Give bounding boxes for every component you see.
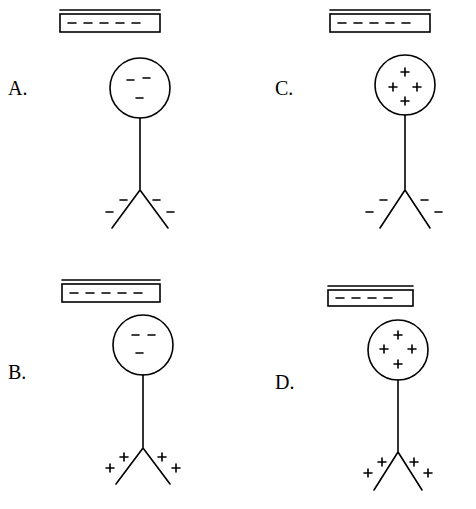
positive-charge — [106, 453, 180, 472]
rod-edge — [330, 9, 430, 11]
rod-edge — [328, 285, 413, 287]
electroscope-leaves — [116, 375, 170, 484]
negative-charge — [366, 200, 442, 212]
negative-charge — [127, 78, 150, 98]
electroscope-d — [328, 286, 432, 490]
rod-charge — [336, 297, 392, 299]
panel-letter: B. — [8, 362, 26, 382]
charged-rod — [62, 284, 160, 302]
positive-charge — [389, 68, 421, 105]
rod-charge — [70, 292, 142, 294]
electroscope-knob — [368, 320, 428, 380]
electroscope-c — [330, 10, 442, 228]
charged-rod — [330, 14, 430, 32]
electroscope-leaves — [112, 118, 168, 228]
rod-edge — [60, 9, 160, 11]
electroscope-b — [62, 280, 180, 484]
negative-charge — [132, 335, 155, 353]
rod-charge — [338, 22, 410, 24]
positive-charge — [380, 331, 416, 368]
electroscope-leaves — [374, 380, 422, 490]
positive-charge — [364, 458, 432, 477]
rod-edge — [62, 279, 160, 281]
charged-rod — [60, 14, 160, 32]
electroscope-a — [60, 10, 174, 228]
panel-letter: C. — [275, 78, 293, 98]
electroscope-knob — [375, 55, 435, 115]
panel-letter: A. — [8, 78, 27, 98]
electroscope-knob — [110, 58, 170, 118]
panel-letter: D. — [275, 372, 294, 392]
negative-charge — [106, 200, 174, 212]
charged-rod — [328, 290, 413, 306]
electroscope-leaves — [380, 115, 430, 228]
electroscope-knob — [113, 315, 173, 375]
rod-charge — [68, 22, 140, 24]
